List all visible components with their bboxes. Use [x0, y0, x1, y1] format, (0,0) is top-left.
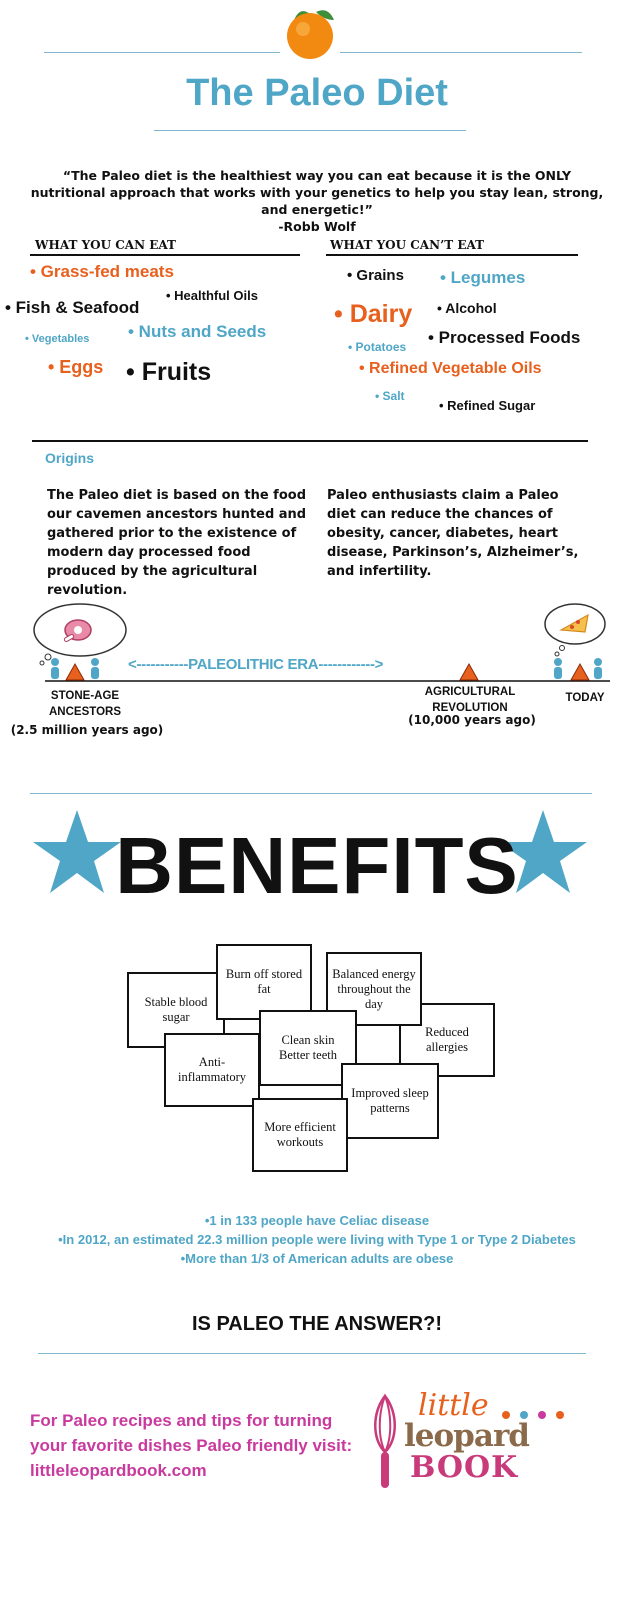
- origins-left-text: The Paleo diet is based on the food our …: [47, 488, 307, 598]
- pizza-icon: [558, 613, 589, 633]
- benefit-box: More efficient workouts: [252, 1098, 348, 1172]
- food-item: • Potatoes: [348, 340, 407, 354]
- timeline-start-label: STONE-AGE ANCESTORS: [49, 690, 121, 718]
- origins-right-text: Paleo enthusiasts claim a Paleo diet can…: [327, 488, 579, 579]
- food-item: • Fruits: [126, 358, 212, 386]
- can-eat-heading: WHAT YOU CAN EAT: [35, 238, 176, 252]
- food-item: • Salt: [375, 389, 405, 403]
- food-item: • Grass-fed meats: [30, 262, 174, 281]
- page-title: The Paleo Diet: [186, 72, 448, 114]
- header-rule-right: [340, 52, 582, 53]
- title-underline: [154, 130, 466, 131]
- benefits-title: BENEFITS: [115, 821, 519, 910]
- logo-dots: [500, 1408, 570, 1420]
- star-icon: [32, 808, 122, 894]
- logo-line-leopard: leopard: [404, 1418, 530, 1454]
- whisk-icon: [370, 1392, 400, 1492]
- food-item: • Nuts and Seeds: [128, 322, 267, 341]
- timeline-start-date: (2.5 million years ago): [10, 723, 164, 737]
- promo: For Paleo recipes and tips for turning y…: [30, 1408, 360, 1483]
- logo-line-book: BOOK: [410, 1450, 519, 1485]
- benefit-box: Anti-inflammatory: [164, 1033, 260, 1107]
- logo-line-little: little: [418, 1388, 489, 1423]
- stat-line: •More than 1/3 of American adults are ob…: [180, 1251, 454, 1266]
- logo: little leopard BOOK: [400, 1388, 570, 1490]
- header-rule-left: [44, 52, 280, 53]
- benefit-box: Burn off stored fat: [216, 944, 312, 1020]
- stat-line: •1 in 133 people have Celiac disease: [204, 1213, 430, 1228]
- food-item: • Refined Vegetable Oils: [359, 360, 542, 377]
- quote-text: “The Paleo diet is the healthiest way yo…: [30, 168, 604, 217]
- answer-rule: [38, 1353, 586, 1354]
- food-item: • Eggs: [48, 357, 104, 377]
- stat-line: •In 2012, an estimated 22.3 million peop…: [58, 1232, 576, 1247]
- benefit-box: Clean skin Better teeth: [259, 1010, 357, 1086]
- food-item: • Healthful Oils: [166, 288, 258, 303]
- promo-text: For Paleo recipes and tips for turning y…: [30, 1411, 353, 1455]
- food-item: • Vegetables: [25, 333, 90, 345]
- cant-eat-rule: [326, 254, 578, 256]
- timeline-mid-label: AGRICULTURAL REVOLUTION: [424, 686, 516, 714]
- section-divider: [32, 440, 588, 442]
- food-item: • Alcohol: [437, 300, 497, 316]
- timeline-end-label: TODAY: [565, 692, 605, 704]
- promo-link[interactable]: littleleopardbook.com: [30, 1461, 207, 1480]
- origins-heading: Origins: [45, 450, 95, 466]
- benefits-rule: [30, 793, 592, 794]
- can-eat-rule: [30, 254, 300, 256]
- food-item: • Grains: [347, 267, 404, 284]
- food-item: • Refined Sugar: [439, 398, 536, 413]
- quote-author: -Robb Wolf: [278, 219, 356, 234]
- food-item: • Dairy: [334, 300, 413, 328]
- food-item: • Fish & Seafood: [5, 298, 140, 317]
- orange-icon: [280, 2, 340, 62]
- answer-heading: IS PALEO THE ANSWER?!: [192, 1313, 442, 1335]
- timeline-mid-date: (10,000 years ago): [408, 713, 536, 727]
- meat-icon: [63, 619, 92, 642]
- food-item: • Processed Foods: [428, 328, 581, 347]
- food-item: • Legumes: [440, 268, 526, 287]
- timeline-graphic: [0, 600, 634, 690]
- cant-eat-heading: WHAT YOU CAN’T EAT: [330, 238, 485, 252]
- star-icon: [498, 808, 588, 894]
- quote: “The Paleo diet is the healthiest way yo…: [30, 167, 604, 235]
- benefit-box: Improved sleep patterns: [341, 1063, 439, 1139]
- timeline-era-label: <-----------PALEOLITHIC ERA------------>: [128, 656, 384, 673]
